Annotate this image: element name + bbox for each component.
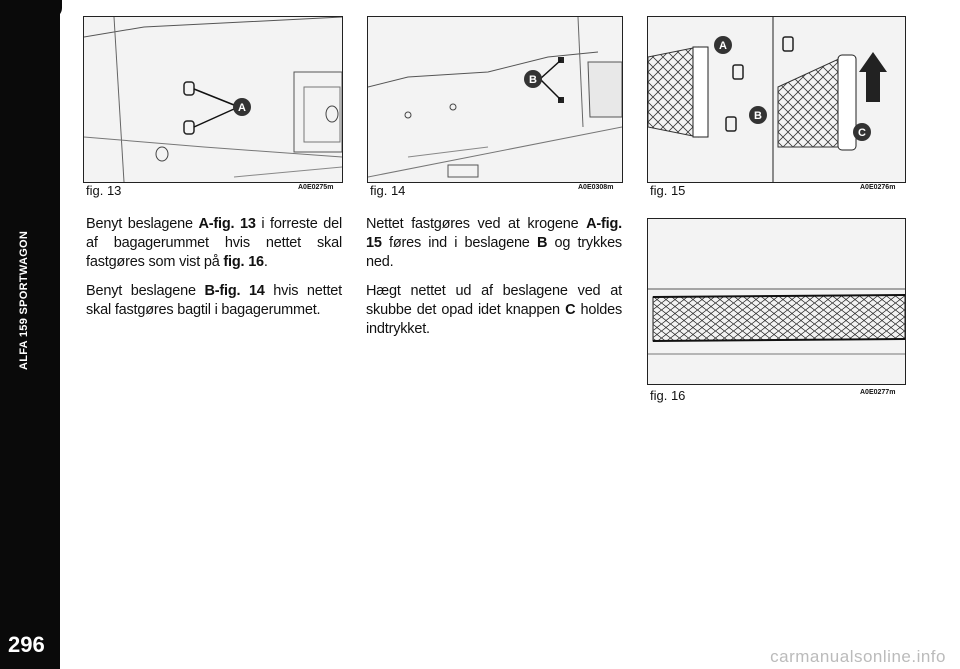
- figure-14-code: A0E0308m: [578, 184, 614, 191]
- sidebar: [0, 0, 60, 669]
- figure-15-code: A0E0276m: [860, 184, 896, 191]
- figure-reference: B-fig. 14: [204, 283, 265, 299]
- sidebar-tab: [0, 0, 62, 18]
- paragraph: Hægt nettet ud af beslagene ved at skubb…: [366, 282, 622, 339]
- text-span: .: [263, 254, 268, 270]
- text-span: Benyt beslagene: [86, 283, 205, 299]
- figure-15-illustration: A B C: [648, 17, 905, 182]
- figure-13-illustration: A: [84, 17, 342, 182]
- text-span: Benyt beslagene: [86, 216, 199, 232]
- callout-b: B: [529, 74, 537, 86]
- text-span: Hægt nettet ud af beslagene ved at skubb…: [366, 283, 622, 318]
- figure-15: A B C: [647, 16, 906, 183]
- page-number: 296: [8, 632, 45, 657]
- text-span: Nettet fastgøres ved at krogene: [366, 216, 587, 232]
- text-span: hvis nettet skal fastgøres bagtil i baga…: [86, 283, 342, 318]
- figure-15-label: fig. 15: [650, 183, 686, 198]
- part-reference: B: [536, 235, 548, 251]
- column-1-text: Benyt beslagene A-fig. 13 i forreste del…: [86, 215, 342, 330]
- callout-a: A: [719, 40, 727, 52]
- column-2-text: Nettet fastgøres ved at krogene A-fig. 1…: [366, 215, 622, 349]
- figure-14: B: [367, 16, 623, 183]
- text-span: føres ind i beslagene: [381, 235, 537, 251]
- figure-13: A: [83, 16, 343, 183]
- text-span: i forreste del af bagagerummet hvis nett…: [86, 216, 342, 270]
- figure-13-code: A0E0275m: [298, 184, 334, 191]
- figure-16-illustration: [648, 219, 905, 384]
- paragraph: Nettet fastgøres ved at krogene A-fig. 1…: [366, 215, 622, 272]
- figure-16-code: A0E0277m: [860, 389, 896, 396]
- figure-14-illustration: B: [368, 17, 622, 182]
- callout-c: C: [858, 127, 866, 139]
- callout-a: A: [238, 102, 246, 114]
- callout-b: B: [754, 110, 762, 122]
- sidebar-title: ALFA 159 SPORTWAGON: [18, 230, 30, 370]
- figure-16-label: fig. 16: [650, 388, 686, 403]
- figure-13-label: fig. 13: [86, 183, 122, 198]
- text-span: holdes indtrykket.: [366, 302, 623, 337]
- paragraph: Benyt beslagene A-fig. 13 i forreste del…: [86, 215, 342, 272]
- figure-reference: A-fig. 13: [198, 216, 256, 232]
- figure-16: [647, 218, 906, 385]
- text-span: og trykkes ned.: [366, 235, 622, 270]
- figure-14-label: fig. 14: [370, 183, 406, 198]
- figure-reference: A-fig. 15: [366, 216, 622, 251]
- figure-reference: fig. 16: [223, 254, 264, 270]
- paragraph: Benyt beslagene B-fig. 14 hvis nettet sk…: [86, 282, 342, 320]
- part-reference: C: [565, 302, 576, 318]
- watermark: carmanualsonline.info: [770, 647, 946, 666]
